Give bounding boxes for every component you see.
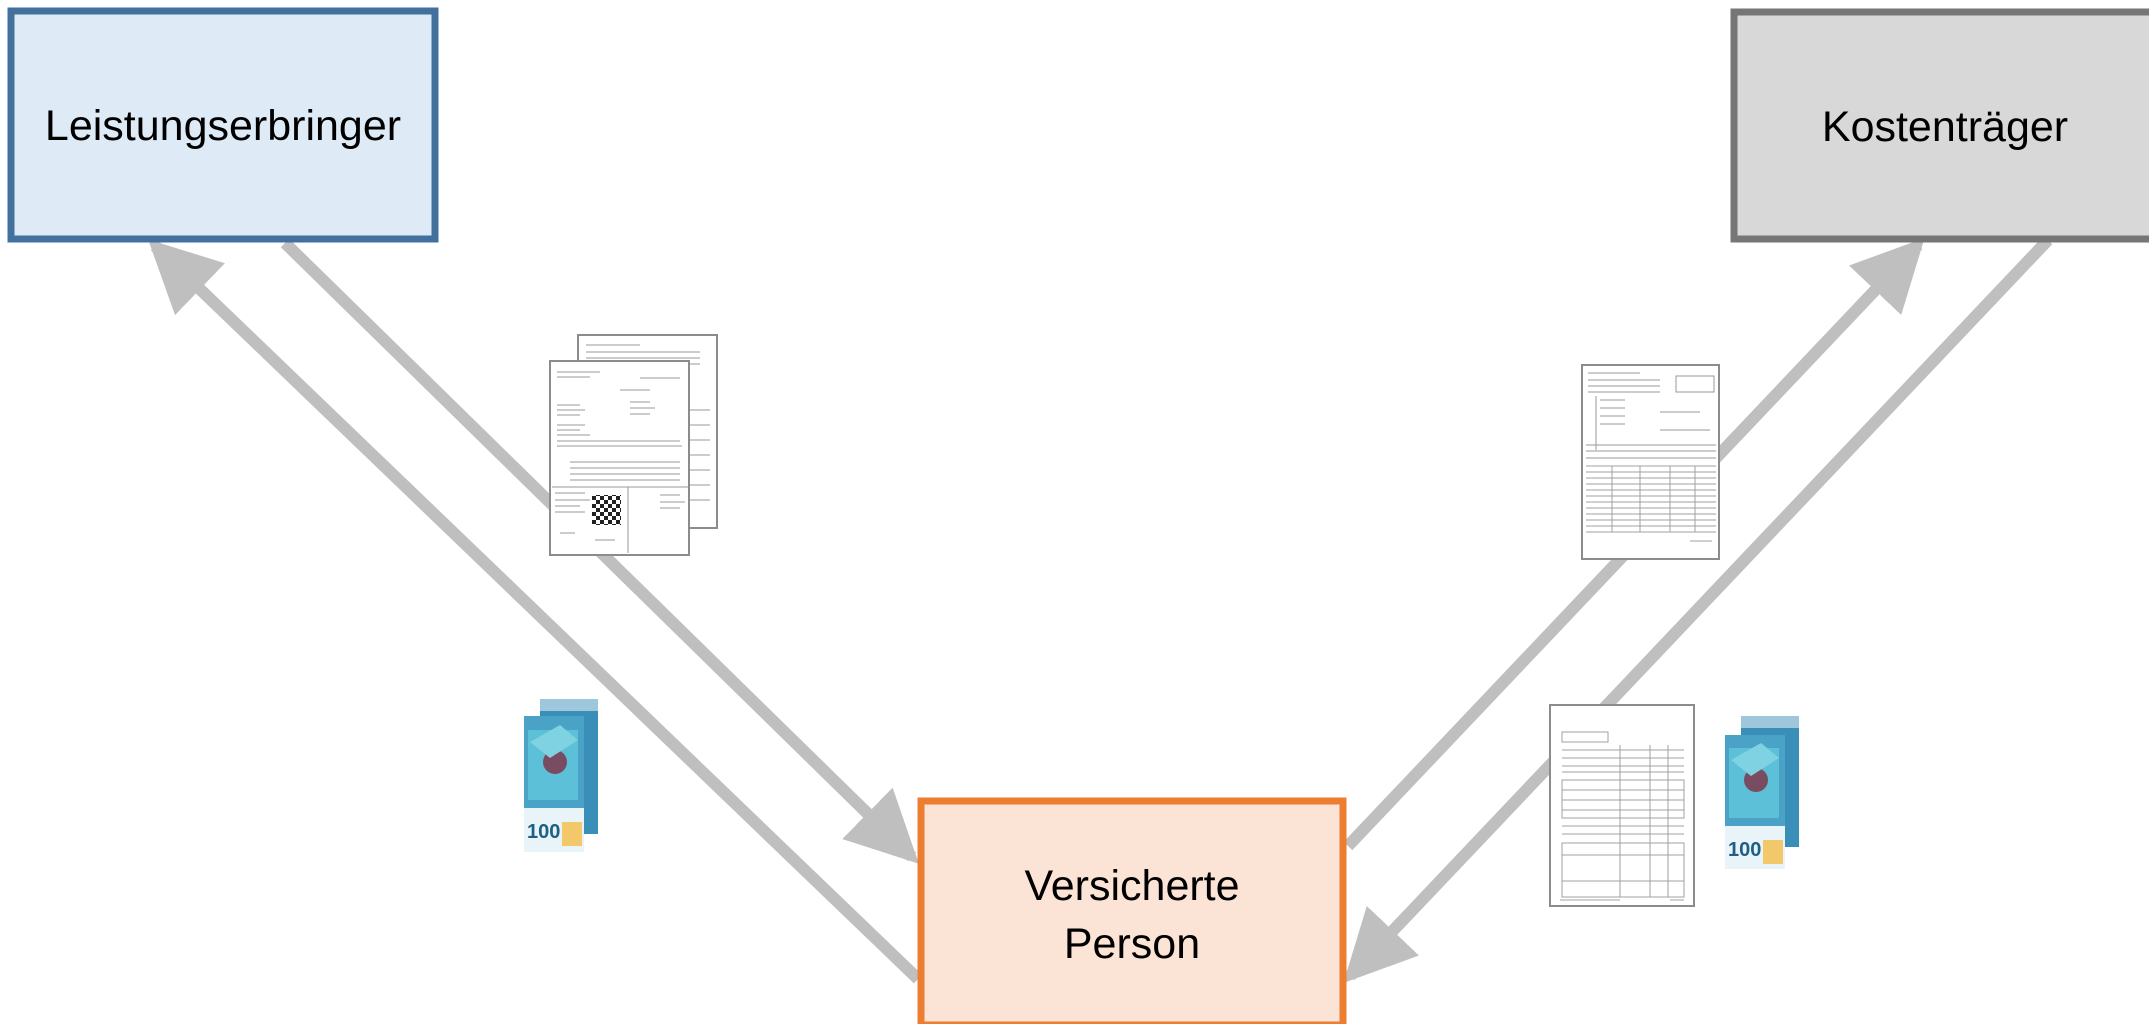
node-provider-box xyxy=(7,7,439,243)
claim-document-icon xyxy=(1581,364,1720,560)
banknote-icon: 100 xyxy=(524,699,598,852)
invoice-document-icon xyxy=(549,334,718,556)
arrow-insured-to-provider xyxy=(148,239,923,984)
node-payer-box xyxy=(1730,8,2149,243)
node-provider-label: Leistungserbringer xyxy=(45,102,401,150)
banknote-value-payer: 100 xyxy=(1728,839,1761,861)
banknote-icon-payer: 100 xyxy=(1725,716,1799,869)
node-insured-label-line1: Versicherte xyxy=(1024,862,1239,910)
arrow-payer-to-insured xyxy=(1343,235,2053,983)
node-payer-label: Kostenträger xyxy=(1822,103,2068,151)
statement-document-icon xyxy=(1549,704,1695,907)
node-insured-box xyxy=(917,797,1347,1024)
banknote-value: 100 xyxy=(527,821,560,843)
node-insured-label-line2: Person xyxy=(1064,920,1200,968)
node-leistungserbringer: Leistungserbringer xyxy=(7,7,439,243)
node-kostentraeger: Kostenträger xyxy=(1730,8,2149,243)
node-versicherte-person: Versicherte Person xyxy=(917,797,1347,1024)
